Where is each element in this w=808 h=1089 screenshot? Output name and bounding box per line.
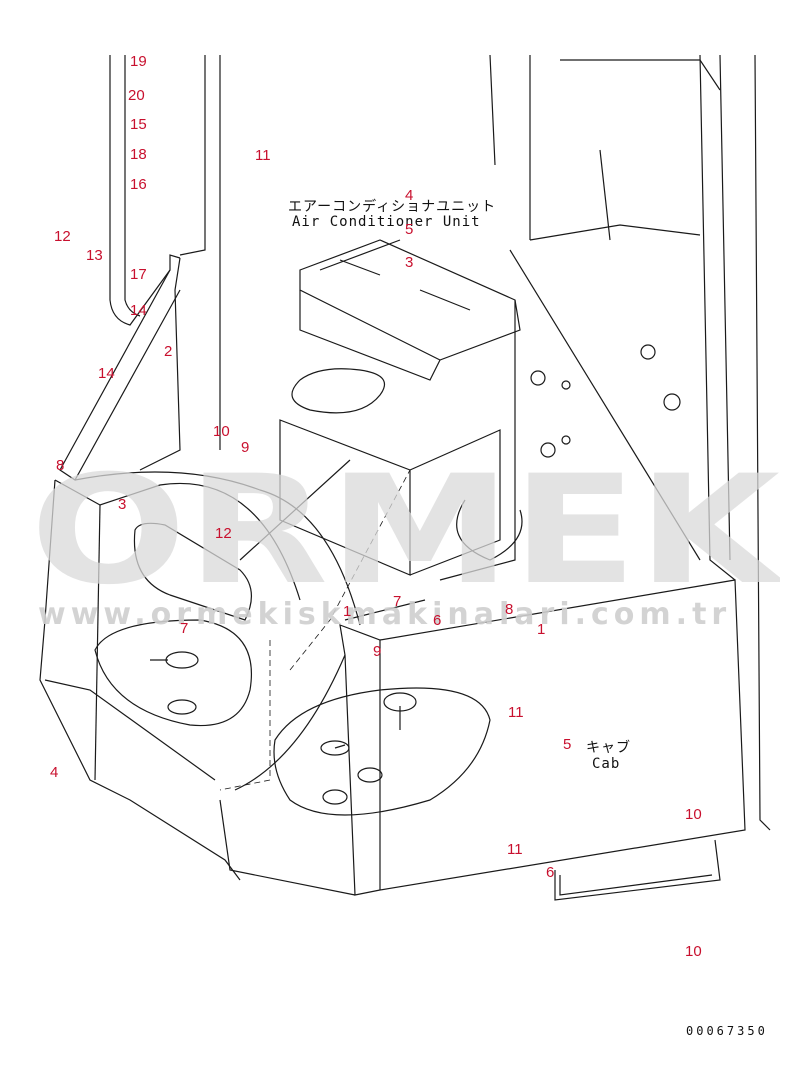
left-door-frame <box>109 55 181 326</box>
callout-number: 8 <box>56 457 65 474</box>
callout-number: 3 <box>118 496 127 513</box>
right-cab-frame <box>489 54 771 831</box>
callout-number: 7 <box>393 593 402 610</box>
watermark-brand: ORMEK <box>30 470 780 590</box>
callout-number: 11 <box>508 704 524 721</box>
callout-number: 15 <box>130 116 147 133</box>
vent-slot <box>133 522 252 621</box>
callout-number: 1 <box>537 621 546 638</box>
floor-pad-left <box>94 619 252 727</box>
callout-number: 11 <box>507 841 523 858</box>
callout-number: 6 <box>546 864 555 881</box>
callout-number: 10 <box>213 423 230 440</box>
left-lower-panel <box>39 479 241 881</box>
callout-number: 18 <box>130 146 147 163</box>
callout-number: 2 <box>164 343 173 360</box>
callout-number: 16 <box>130 176 147 193</box>
cab-label-en: Cab <box>592 756 621 772</box>
watermark-logo: ORMEK <box>30 470 780 590</box>
callout-number: 10 <box>685 943 702 960</box>
front-cover <box>339 579 746 896</box>
callout-number: 17 <box>130 266 147 283</box>
door-handle <box>554 839 721 901</box>
callout-number: 19 <box>130 53 147 70</box>
callout-number: 1 <box>343 603 352 620</box>
callout-number: 14 <box>130 302 147 319</box>
callout-number: 8 <box>505 601 514 618</box>
callout-number: 14 <box>98 365 115 382</box>
callout-number: 10 <box>685 806 702 823</box>
callout-number: 7 <box>180 620 189 637</box>
callout-number: 3 <box>405 254 414 271</box>
callout-number: 12 <box>54 228 71 245</box>
floor-pad-right <box>273 687 491 816</box>
drawing-number: 00067350 <box>686 1024 768 1038</box>
hose <box>291 368 385 414</box>
watermark-url: www.ormekiskmakinalari.com.tr <box>38 597 732 632</box>
callout-number: 9 <box>241 439 250 456</box>
callout-number: 4 <box>405 187 414 204</box>
callout-number: 12 <box>215 525 232 542</box>
callout-number: 11 <box>255 147 271 164</box>
callout-number: 4 <box>50 764 59 781</box>
callout-number: 5 <box>563 736 572 753</box>
callout-number: 20 <box>128 87 145 104</box>
ac-unit-label-en: Air Conditioner Unit <box>292 214 481 230</box>
cab-label-jp: キャブ <box>586 740 631 756</box>
callout-number: 6 <box>433 612 442 629</box>
ac-unit-label-jp: エアーコンディショナユニット <box>288 199 497 215</box>
callout-number: 9 <box>373 643 382 660</box>
callout-number: 13 <box>86 247 103 264</box>
callout-number: 5 <box>405 221 414 238</box>
